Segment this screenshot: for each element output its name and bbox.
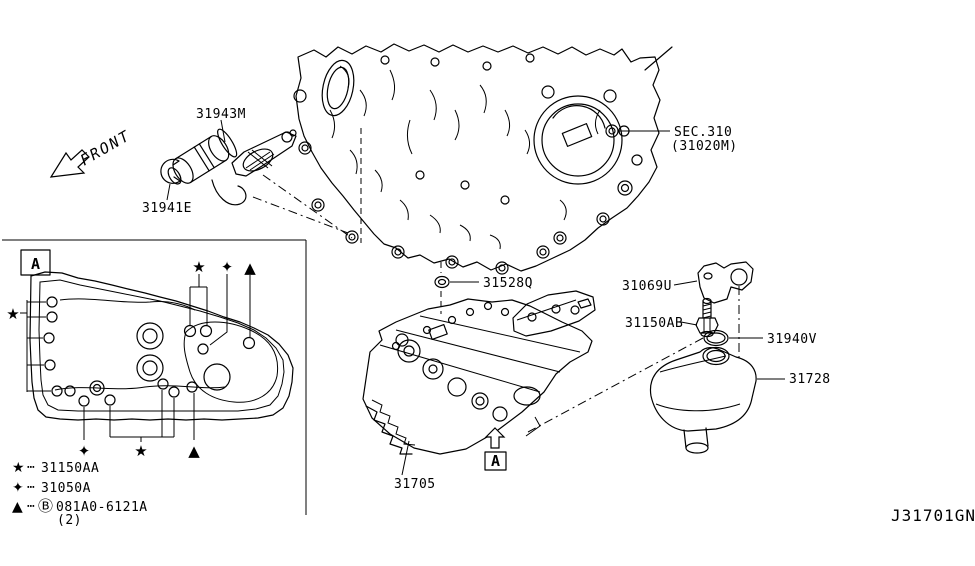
projection-line-end [525, 416, 541, 437]
leader-31069U [673, 280, 698, 286]
legend-dots: ⋯ [27, 480, 35, 495]
view-marker-a: A [491, 452, 500, 470]
projection-line-solenoid-1 [252, 196, 349, 234]
legend-dots: ⋯ [27, 460, 35, 475]
symbol-triangle-bottom: ▲ [188, 442, 200, 460]
view-up-arrow-icon [484, 427, 506, 449]
detail-view-a: A [2, 239, 307, 515]
legend-row-diamond: ✦ ⋯ 31050A [12, 480, 91, 496]
oring-31528Q-drawing: 31528Q [434, 262, 533, 314]
legend-row-star: ★ ⋯ 31150AA [12, 460, 99, 476]
legend: ★ ⋯ 31150AA ✦ ⋯ 31050A ▲ ⋯ Ⓑ 081A0-6121A… [12, 460, 148, 528]
symbol-star-left: ★ [6, 305, 19, 323]
front-label: FRONT [77, 126, 134, 169]
symbol-star-bottom: ★ [134, 442, 147, 460]
projection-line-solenoid-2 [262, 174, 353, 239]
sec310-label-line1: SEC.310 [674, 125, 732, 140]
legend-row-triangle: ▲ ⋯ Ⓑ 081A0-6121A (2) [12, 497, 148, 528]
front-arrow-icon [49, 149, 90, 178]
part-label-31528Q: 31528Q [483, 276, 533, 291]
legend-diamond-icon: ✦ [12, 480, 24, 496]
legend-code-31050A: 31050A [41, 481, 91, 496]
control-valve-drawing: 31705 [362, 290, 596, 492]
part-label-31728: 31728 [789, 372, 831, 387]
bolt-31150AB-drawing: 31150AB [625, 297, 719, 338]
engine-block-drawing [293, 43, 673, 275]
part-label-31940V: 31940V [767, 332, 817, 347]
section-ref: SEC.310 (31020M) [618, 125, 738, 154]
leader-31941E [166, 183, 171, 201]
detail-marker-a: A [31, 255, 40, 273]
legend-star-icon: ★ [12, 460, 25, 476]
legend-dots: ⋯ [27, 499, 35, 514]
clip-drawing [160, 158, 181, 201]
solenoid-assembly-drawing [167, 119, 297, 206]
legend-triangle-icon: ▲ [12, 499, 23, 515]
legend-code-081A0: 081A0-6121A [56, 500, 148, 515]
leader-31705 [401, 440, 410, 476]
part-label-31705: 31705 [394, 477, 436, 492]
front-direction: FRONT [49, 126, 134, 178]
symbol-triangle-top: ▲ [244, 259, 256, 277]
sec310-label-line2: (31020M) [671, 139, 738, 154]
oil-strainer-31728-drawing: 31728 [649, 346, 831, 454]
leader-31150AB [680, 321, 698, 326]
symbol-diamond-bottom: ✦ [78, 442, 91, 460]
bracket-31069U-drawing: 31069U [622, 261, 754, 304]
detail-frame [2, 239, 307, 515]
engine-bolt-bosses [293, 53, 643, 275]
view-direction-marker: A [484, 427, 507, 471]
leader-31943M [220, 119, 226, 143]
projection-line-strainer [527, 337, 704, 433]
part-label-31069U: 31069U [622, 279, 672, 294]
part-label-31150AB: 31150AB [625, 316, 683, 331]
gasket-outline [29, 271, 294, 421]
symbol-diamond-top: ✦ [221, 258, 234, 276]
gasket-symbols: ★ ★ ✦ ▲ ✦ ★ ▲ [6, 258, 256, 460]
legend-code-31150AA: 31150AA [41, 461, 99, 476]
oring-31940V-drawing: 31940V [703, 329, 817, 347]
legend-circled-b: Ⓑ [38, 497, 53, 515]
legend-qty: (2) [57, 513, 82, 528]
gasket-symbol-leaders [20, 274, 251, 442]
symbol-star-top: ★ [192, 258, 205, 276]
engine-ribbing [329, 65, 601, 250]
part-label-31943M: 31943M [196, 107, 246, 122]
diagram-code: J31701GN [891, 506, 975, 525]
part-label-31941E: 31941E [142, 201, 192, 216]
